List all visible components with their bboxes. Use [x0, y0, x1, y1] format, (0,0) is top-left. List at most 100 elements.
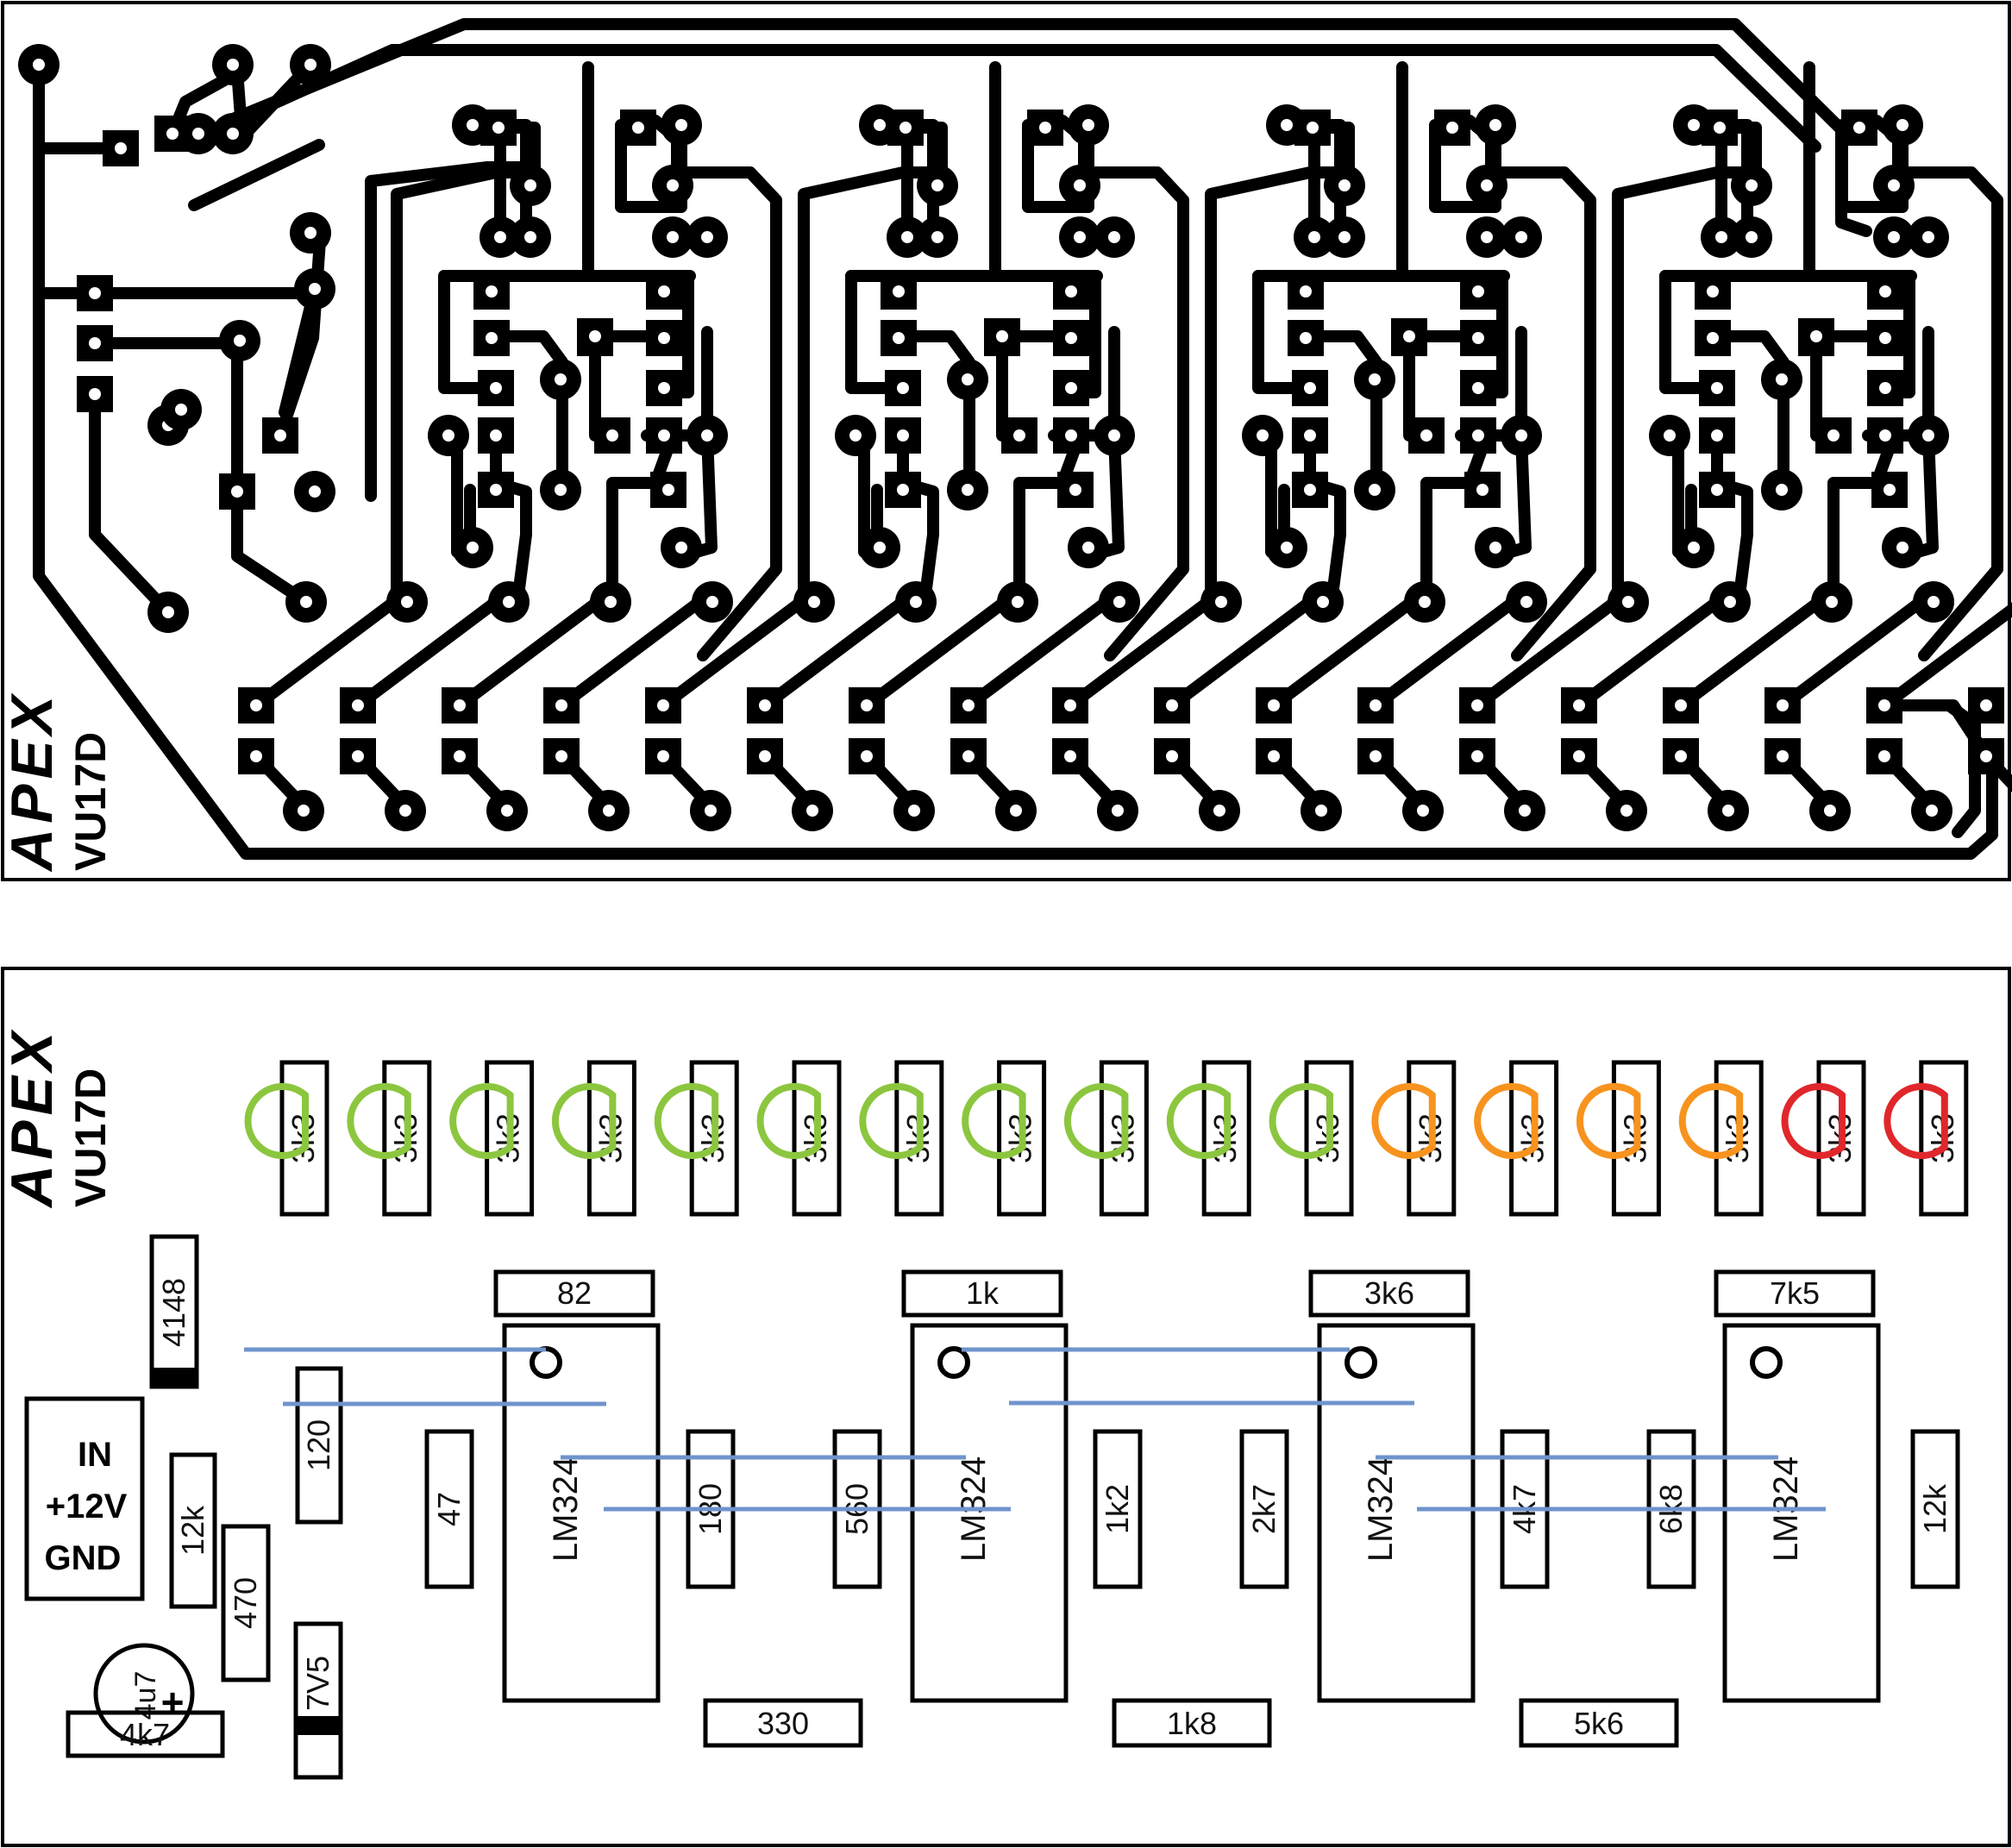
- divider-resistor-body: [1239, 1429, 1289, 1589]
- pad-hole: [555, 484, 567, 496]
- led-resistor-cell: 3k3: [1576, 1060, 1661, 1217]
- pad-hole: [1922, 231, 1934, 243]
- led-resistor-cell: 3k3: [1371, 1060, 1457, 1217]
- led-resistor-cell: 3k3: [347, 1060, 432, 1217]
- copper-trace: [1675, 596, 1825, 711]
- copper-trace: [861, 596, 1011, 711]
- ic-part-label: LM324: [1362, 1456, 1400, 1562]
- pad-hole: [1304, 429, 1316, 442]
- divider-resistor-body: [1910, 1429, 1960, 1589]
- pad-hole: [1620, 805, 1633, 817]
- pad-hole: [524, 179, 536, 191]
- copper-trace: [897, 330, 975, 498]
- led-orange-outline: [1678, 1083, 1744, 1159]
- copper-trace: [1166, 596, 1316, 711]
- pad-hole: [658, 382, 670, 394]
- pad-hole: [1926, 805, 1938, 817]
- jumper-wires: [244, 1347, 1826, 1512]
- divider-resistor-body: [1093, 1429, 1143, 1589]
- pad-hole: [309, 283, 321, 295]
- component-layer: APEX VU17D IN +12V GND 4148 120 12k 470: [0, 967, 2011, 1847]
- pad-hole: [1826, 596, 1838, 608]
- copper-trace: [1078, 119, 1189, 661]
- pad-hole: [675, 119, 687, 131]
- pad-hole: [931, 179, 943, 191]
- ic-top-resistor-label: 82: [557, 1275, 592, 1311]
- pad-hole: [1777, 750, 1789, 762]
- pad-hole: [1879, 382, 1891, 394]
- led-orange-outline: [1576, 1083, 1641, 1159]
- pad-hole: [861, 750, 873, 762]
- pad-hole: [1317, 596, 1329, 608]
- divider-resistor-body: [424, 1429, 474, 1589]
- pad-hole: [1489, 542, 1501, 554]
- copper-trace: [1268, 596, 1418, 711]
- led-green-outline: [1064, 1083, 1129, 1159]
- pad-hole: [808, 596, 820, 608]
- pad-hole: [304, 227, 317, 239]
- pad-hole: [893, 285, 905, 298]
- led-resistor-cell: 3k3: [1064, 1060, 1149, 1217]
- pad-hole: [1888, 231, 1900, 243]
- led-green-outline: [962, 1083, 1026, 1159]
- divider-resistor: 47: [424, 1429, 474, 1589]
- copper-trace: [1420, 429, 1493, 605]
- copper-trace: [490, 429, 532, 608]
- pad-hole: [503, 596, 515, 608]
- pad-hole: [1776, 373, 1788, 385]
- ic-pin1-marker: [1750, 1346, 1783, 1379]
- connector-label-gnd: GND: [45, 1539, 122, 1577]
- pad-hole: [490, 382, 502, 394]
- led-resistor-cell: 3k3: [756, 1060, 842, 1217]
- pad-hole: [1519, 805, 1531, 817]
- pad-hole: [227, 128, 239, 140]
- resistor-4k7-input: 4k7: [66, 1710, 225, 1758]
- pad-hole: [1417, 805, 1429, 817]
- resistor-470-label: 470: [228, 1577, 263, 1629]
- copper-trace: [231, 337, 312, 608]
- pad-hole: [1777, 699, 1789, 711]
- bottom-resistor-body: [1519, 1698, 1679, 1748]
- pad-hole: [605, 596, 617, 608]
- copper-trace: [1485, 119, 1596, 661]
- pad-hole: [1064, 750, 1076, 762]
- component-logo-text: APEX: [0, 1027, 65, 1209]
- bottom-resistor-label: 5k6: [1574, 1706, 1624, 1741]
- pad-hole: [486, 332, 498, 344]
- led-green-outline: [859, 1083, 924, 1159]
- pad-hole: [1879, 332, 1891, 344]
- copper-trace: [188, 139, 325, 211]
- copper-trace: [33, 59, 1998, 860]
- led-resistor-cell: 3k3: [654, 1060, 739, 1217]
- pad-hole: [1074, 231, 1086, 243]
- pad-hole: [1281, 542, 1293, 554]
- pad-hole: [1707, 332, 1719, 344]
- pad-hole: [1489, 119, 1501, 131]
- pad-hole: [1664, 429, 1676, 442]
- copper-trace: [606, 429, 679, 605]
- pad-hole: [501, 805, 513, 817]
- pad-hole: [298, 805, 310, 817]
- pad-hole: [1471, 699, 1483, 711]
- pad-hole: [1300, 332, 1312, 344]
- resistor-3k3-body: [1714, 1060, 1764, 1217]
- pad-hole: [1675, 699, 1687, 711]
- pad-hole: [1707, 285, 1719, 298]
- led-resistor-cell: 3k3: [1474, 1060, 1559, 1217]
- pad-hole: [304, 59, 317, 71]
- pad-hole: [454, 699, 466, 711]
- pad-hole: [962, 484, 974, 496]
- pad-hole: [910, 596, 922, 608]
- led-green-outline: [654, 1083, 719, 1159]
- copper-model-text: VU17D: [66, 732, 115, 871]
- pad-hole: [1215, 596, 1227, 608]
- pad-hole: [675, 542, 687, 554]
- copper-brand: APEX VU17D: [0, 691, 115, 873]
- pad-hole: [1281, 119, 1293, 131]
- pad-hole: [555, 373, 567, 385]
- resistor-3k3-body: [1407, 1060, 1457, 1217]
- copper-trace: [454, 596, 604, 711]
